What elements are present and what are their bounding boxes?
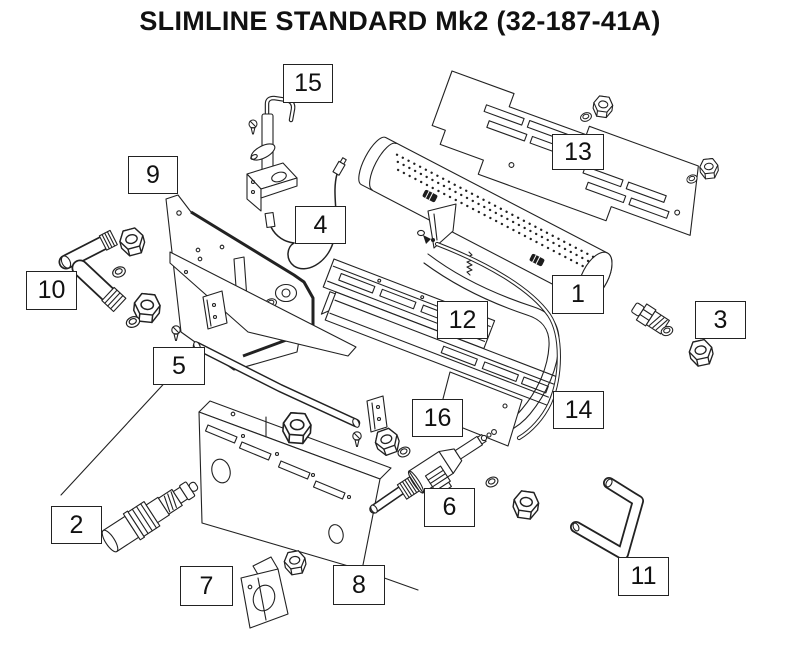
part-15-electrode [246,95,298,212]
part-callout-3: 3 [695,301,746,339]
part-5-pipe [60,341,361,496]
part-10-elbow-fitting [58,225,162,330]
part-7-corner-bracket [240,556,289,629]
part-callout-4: 4 [295,206,346,244]
part-callout-16: 16 [412,399,463,437]
burner-deflector-bracket [417,203,457,249]
part-callout-10: 10 [26,271,77,310]
part-11-bent-tube [570,477,644,560]
part-9-mounting-plate [165,194,315,371]
part-callout-1: 1 [552,275,604,314]
part-16-clip [366,395,388,433]
part-callout-9: 9 [128,156,178,194]
part-callout-13: 13 [552,134,604,170]
part-4-ignition-lead [264,157,347,270]
part-callout-14: 14 [553,391,604,429]
part-14-supply-tube [434,241,561,441]
bracket-screw [171,325,181,342]
part-callout-6: 6 [424,488,475,527]
part-3-injector [631,302,716,368]
part-callout-5: 5 [153,347,205,385]
diagram-title: SLIMLINE STANDARD Mk2 (32-187-41A) [139,6,661,36]
part-callout-11: 11 [618,557,669,596]
part-callout-2: 2 [51,506,102,544]
panel-screw [352,431,362,448]
part-callout-8: 8 [333,565,385,605]
part-callout-15: 15 [283,64,333,103]
part-2-pilot-assembly [101,481,199,553]
part-callout-12: 12 [437,301,488,339]
part-callout-7: 7 [180,566,233,606]
burner-support-bracket [169,251,357,357]
